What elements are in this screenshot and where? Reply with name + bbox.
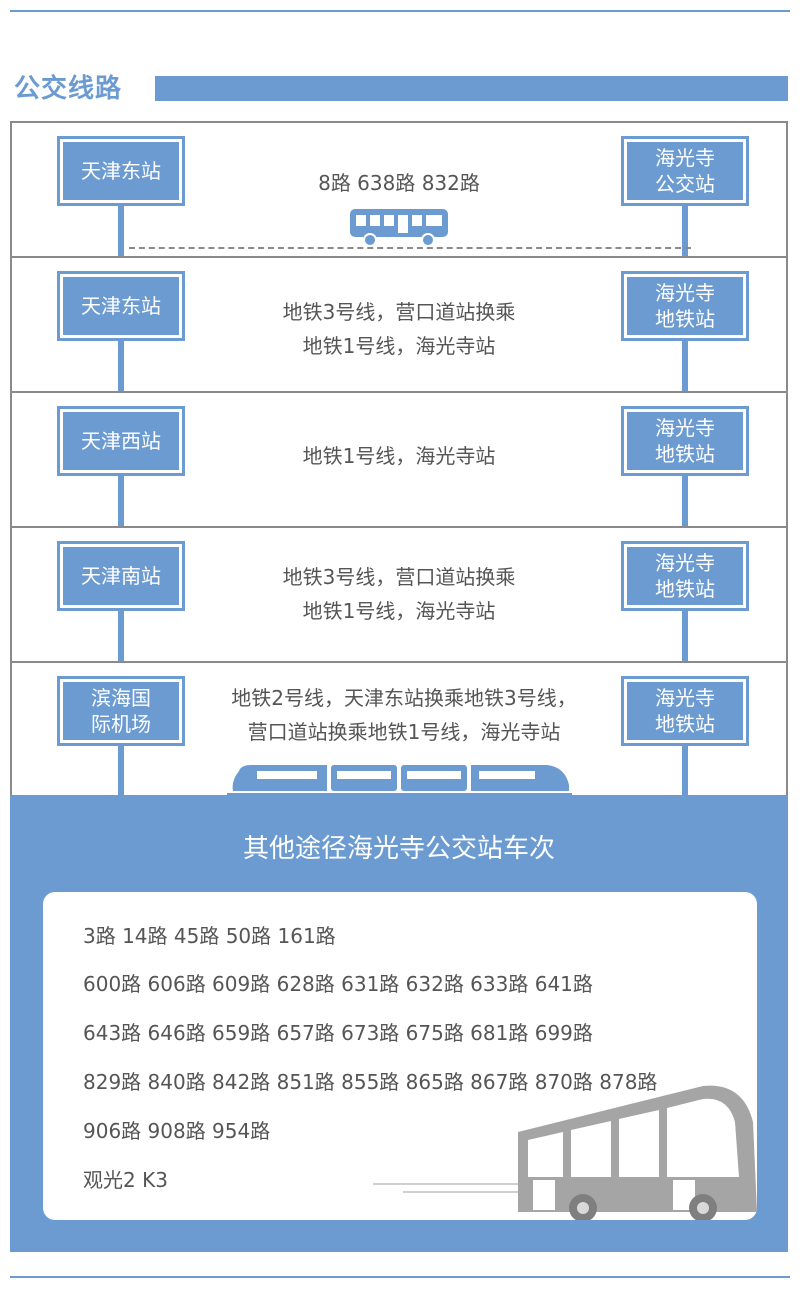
destination-sign: 海光寺 地铁站 (621, 676, 749, 746)
destination-name: 海光寺 (655, 146, 715, 170)
destination-type: 地铁站 (655, 712, 715, 736)
route-line: 地铁3号线，营口道站换乘 (282, 565, 516, 589)
destination-sign: 海光寺 地铁站 (621, 541, 749, 611)
destination-name: 海光寺 (655, 686, 715, 710)
sign-post (682, 328, 688, 393)
origin-sign: 滨海国 际机场 (57, 676, 185, 746)
page-title: 公交线路 (14, 74, 123, 104)
origin-name: 滨海国 (91, 686, 151, 710)
destination-type: 地铁站 (655, 442, 715, 466)
bus-line-row: 643路 646路 659路 657路 673路 675路 681路 699路 (83, 1021, 593, 1045)
bus-line-row: 观光2 K3 (83, 1168, 168, 1192)
bus-illustration-icon (373, 1085, 757, 1220)
sign-post (682, 733, 688, 799)
route-row: 天津东站 海光寺 公交站 8路 638路 832路 (12, 123, 786, 256)
origin-name: 天津南站 (81, 564, 161, 588)
title-bar (155, 76, 788, 101)
destination-sign: 海光寺 地铁站 (621, 271, 749, 341)
destination-sign: 海光寺 公交站 (621, 136, 749, 206)
train-icon (227, 765, 572, 796)
route-list: 天津东站 海光寺 公交站 8路 638路 832路 天津东站 (10, 121, 788, 799)
sign-post (118, 463, 124, 528)
origin-sign: 天津西站 (57, 406, 185, 476)
bus-line-row: 600路 606路 609路 628路 631路 632路 633路 641路 (83, 972, 593, 996)
route-line: 地铁1号线，海光寺站 (302, 334, 496, 358)
route-lines: 地铁1号线，海光寺站 (302, 444, 496, 468)
sign-post (118, 733, 124, 799)
sign-post (118, 328, 124, 393)
origin-sign: 天津东站 (57, 271, 185, 341)
sign-post (682, 193, 688, 256)
origin-name: 际机场 (91, 712, 151, 736)
other-buses-panel: 其他途径海光寺公交站车次 3路 14路 45路 50路 161路 600路 60… (10, 795, 788, 1252)
bus-line-row: 829路 840路 842路 851路 855路 865路 867路 870路 … (83, 1070, 658, 1094)
sign-post (118, 193, 124, 256)
route-row: 天津西站 海光寺 地铁站 地铁1号线，海光寺站 (12, 391, 786, 528)
sign-post (682, 598, 688, 663)
destination-type: 地铁站 (655, 307, 715, 331)
dashed-path (129, 247, 691, 249)
destination-name: 海光寺 (655, 551, 715, 575)
bus-line-row: 906路 908路 954路 (83, 1119, 271, 1143)
route-row: 天津南站 海光寺 地铁站 地铁3号线，营口道站换乘 地铁1号线，海光寺站 (12, 526, 786, 663)
destination-sign: 海光寺 地铁站 (621, 406, 749, 476)
origin-name: 天津东站 (81, 294, 161, 318)
route-row: 滨海国 际机场 海光寺 地铁站 地铁2号线，天津东站换乘地铁3号线， 营口道站换… (12, 661, 786, 799)
route-lines: 地铁2号线，天津东站换乘地铁3号线， 营口道站换乘地铁1号线，海光寺站 (22, 681, 786, 749)
route-line: 地铁1号线，海光寺站 (302, 599, 496, 623)
sign-post (118, 598, 124, 663)
route-lines: 地铁3号线，营口道站换乘 地铁1号线，海光寺站 (12, 560, 786, 628)
route-line: 地铁3号线，营口道站换乘 (282, 300, 516, 324)
origin-sign: 天津南站 (57, 541, 185, 611)
sign-post (682, 463, 688, 528)
destination-type: 公交站 (655, 172, 715, 196)
route-row: 天津东站 海光寺 地铁站 地铁3号线，营口道站换乘 地铁1号线，海光寺站 (12, 256, 786, 393)
bus-icon (350, 209, 448, 247)
route-lines: 地铁3号线，营口道站换乘 地铁1号线，海光寺站 (12, 295, 786, 363)
route-line: 营口道站换乘地铁1号线，海光寺站 (247, 720, 561, 744)
destination-name: 海光寺 (655, 416, 715, 440)
route-line: 地铁2号线，天津东站换乘地铁3号线， (231, 686, 577, 710)
route-lines: 8路 638路 832路 (318, 171, 480, 195)
bottom-rule (10, 1276, 790, 1278)
origin-name: 天津东站 (81, 159, 161, 183)
other-buses-card: 3路 14路 45路 50路 161路 600路 606路 609路 628路 … (43, 892, 757, 1220)
top-rule (10, 10, 790, 12)
origin-name: 天津西站 (81, 429, 161, 453)
destination-name: 海光寺 (655, 281, 715, 305)
bus-line-row: 3路 14路 45路 50路 161路 (83, 924, 336, 948)
origin-sign: 天津东站 (57, 136, 185, 206)
destination-type: 地铁站 (655, 577, 715, 601)
other-buses-title: 其他途径海光寺公交站车次 (242, 834, 555, 864)
